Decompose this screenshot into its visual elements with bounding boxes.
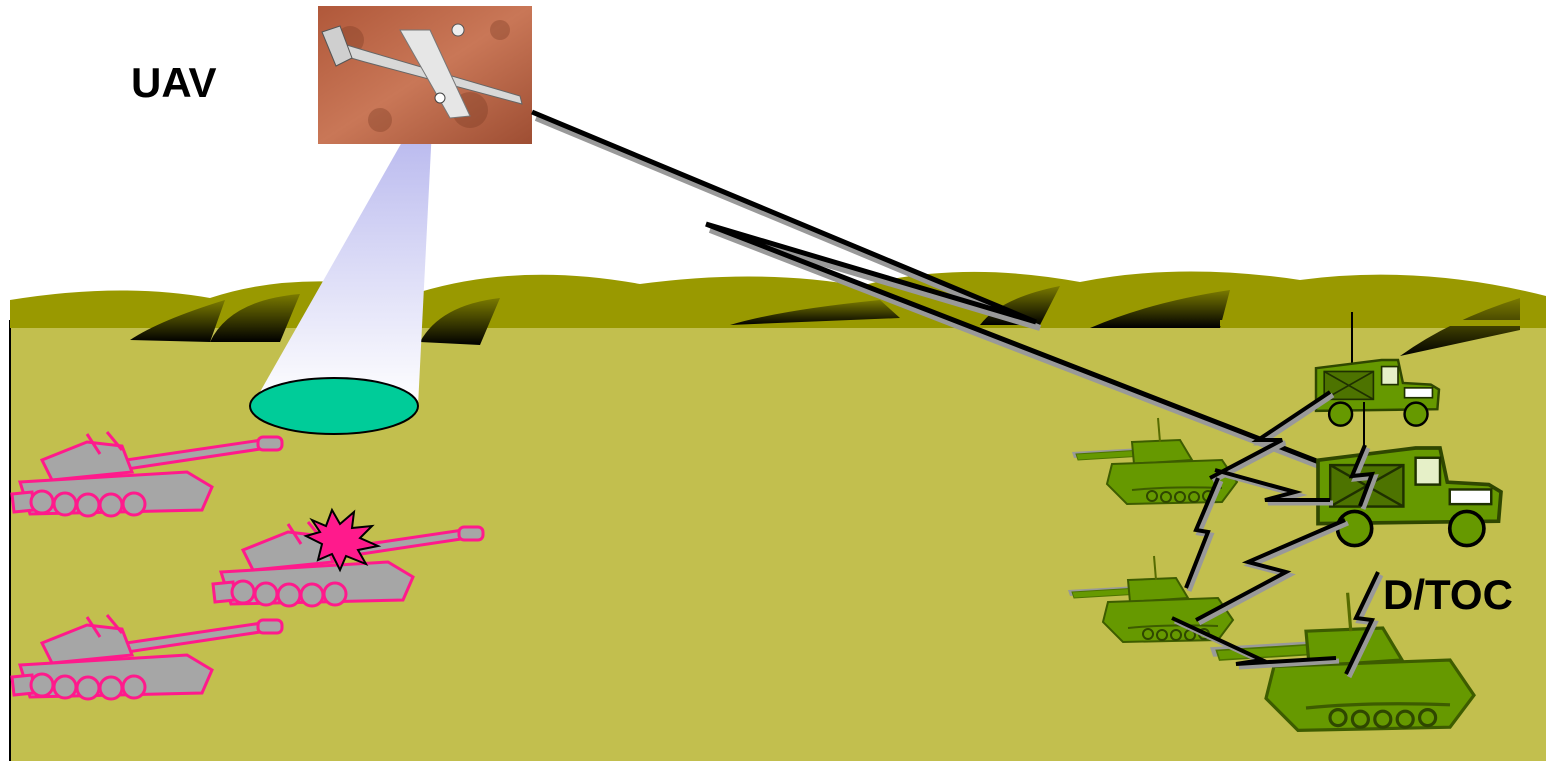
dtoc-label: D/TOC	[1383, 574, 1513, 616]
sensor-footprint	[250, 378, 418, 434]
sensor-beam	[252, 128, 432, 406]
uav-photo-icon	[318, 6, 532, 144]
uav-label: UAV	[131, 62, 217, 104]
